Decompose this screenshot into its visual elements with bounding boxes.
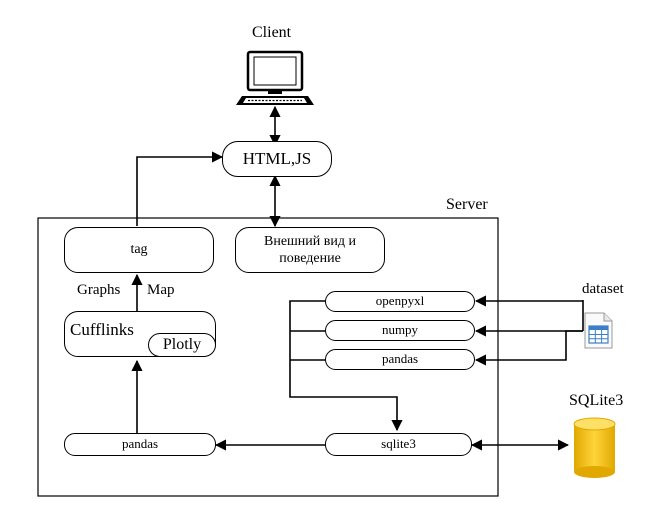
dataset-label: dataset	[582, 281, 624, 297]
openpyxl-node: openpyxl	[325, 291, 475, 312]
html-js-node: HTML,JS	[222, 141, 332, 177]
appearance-line-2: поведение	[279, 251, 341, 266]
tag-node: tag	[64, 227, 214, 273]
pandas-left-node: pandas	[64, 433, 216, 456]
cufflinks-label: Cufflinks	[70, 320, 134, 339]
plotly-node: Plotly	[148, 333, 216, 357]
tag-html-connector	[136, 151, 224, 226]
sqlite-db-label: SQLite3	[569, 392, 624, 409]
graphs-label: Graphs	[77, 282, 121, 298]
database-cylinder-icon	[573, 417, 616, 478]
sqlite3-node: sqlite3	[325, 433, 472, 456]
client-label: Client	[252, 24, 292, 41]
dataset-pandas-connector	[474, 330, 583, 366]
appearance-line-1: Внешний вид и	[263, 233, 357, 249]
spreadsheet-file-icon	[584, 312, 613, 349]
numpy-node: numpy	[325, 320, 475, 341]
map-label: Map	[147, 282, 175, 298]
server-boundary	[37, 217, 499, 497]
libs-sqlite-connector	[289, 300, 403, 432]
server-label: Server	[446, 196, 488, 213]
computer-icon	[236, 50, 314, 105]
pandas-right-node: pandas	[325, 349, 475, 370]
appearance-behavior-node: Внешний вид и поведение	[235, 227, 385, 273]
